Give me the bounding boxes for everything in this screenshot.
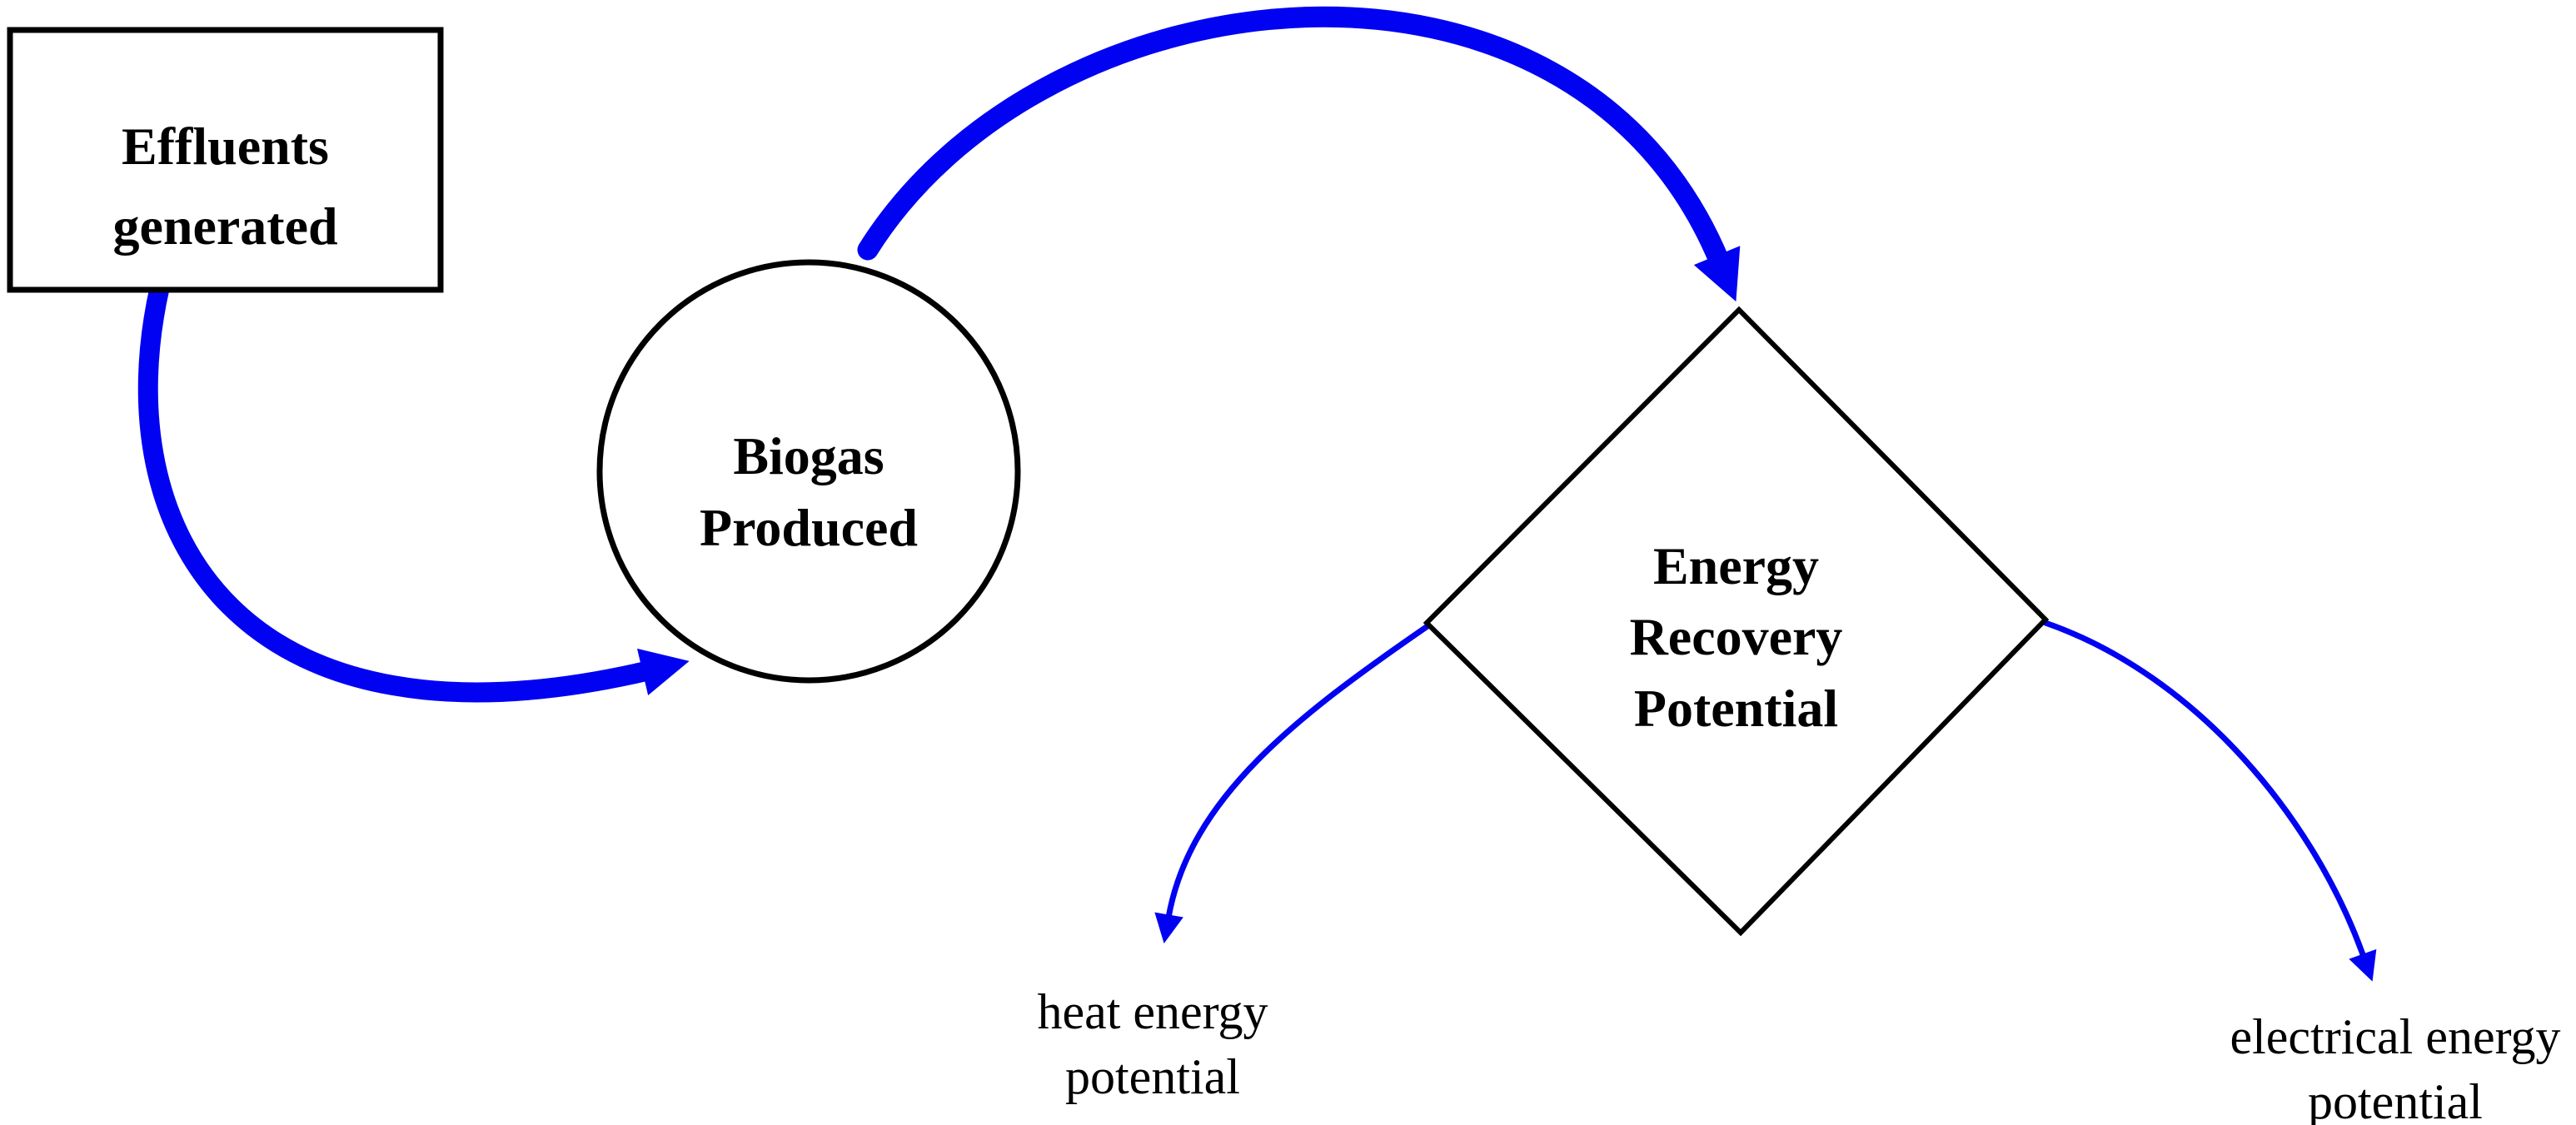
arrow-energy-recovery-to-heat: [1154, 623, 1431, 944]
effluents-generated-rectangle: [7, 27, 444, 293]
energy-recovery-potential-diamond: [1423, 306, 2050, 937]
arrow-biogas-to-energy-recovery: [857, 6, 1741, 302]
arrow-energy-recovery-to-electrical: [2042, 620, 2377, 982]
biogas-produced-circle: [596, 259, 1021, 684]
arrow-effluents-to-biogas: [137, 276, 690, 703]
